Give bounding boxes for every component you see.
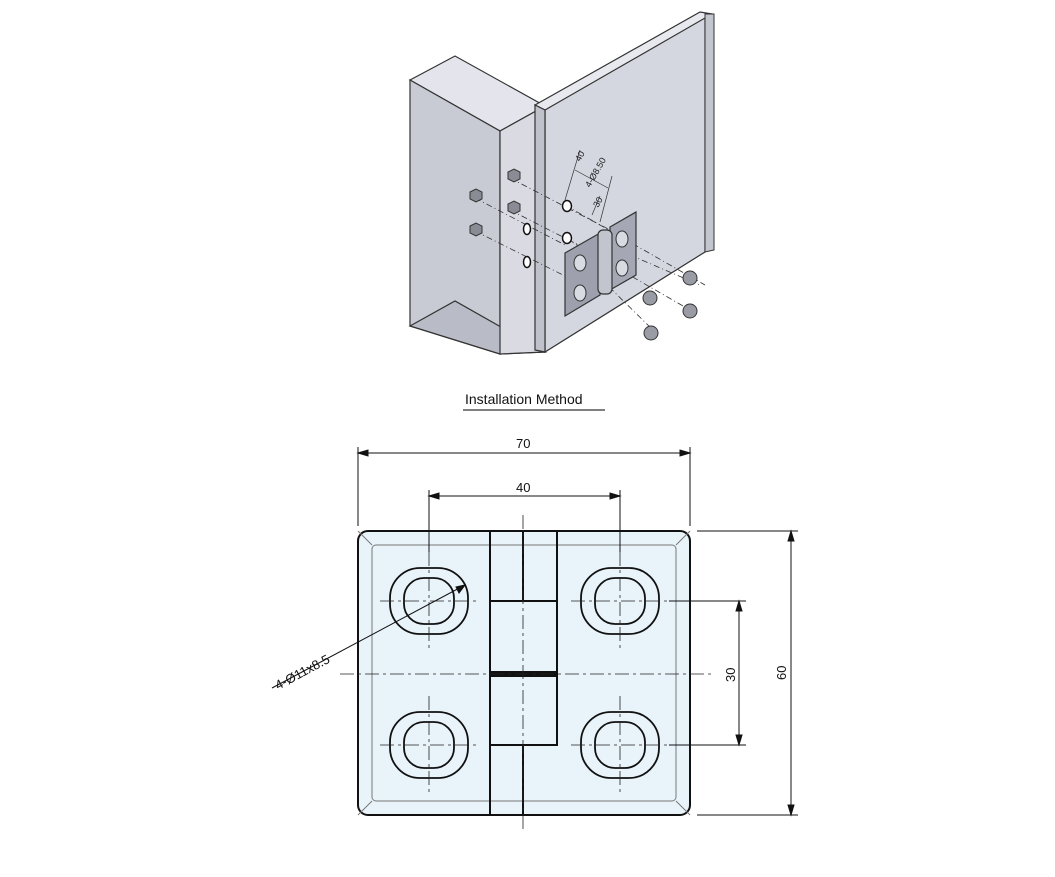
hinge-front-view (340, 515, 712, 833)
door-panel-right-edge (704, 13, 715, 253)
dim-width-label: 70 (516, 436, 530, 451)
installation-caption: Installation Method (465, 391, 583, 407)
hinge-iso (564, 210, 637, 318)
dim-height-label: 60 (774, 666, 789, 680)
dim-vertical-spacing-label: 30 (723, 668, 738, 682)
dim-hole-spacing-label: 40 (516, 480, 530, 495)
box-holes (522, 222, 532, 269)
door-holes (561, 199, 573, 245)
centerlines (340, 515, 712, 833)
iso-dim-40: 40 (573, 149, 587, 163)
screws (642, 270, 698, 341)
dimension-lines (271, 447, 798, 817)
nuts (469, 168, 521, 237)
door-panel-edge (534, 104, 546, 353)
iso-dimensions (564, 149, 613, 223)
hole-callout-label: 4-Ø11x8.5 (272, 651, 332, 692)
iso-dim-30: 30 (591, 195, 605, 209)
installation-view: 40 4-Ø8.50 30 (408, 11, 715, 355)
